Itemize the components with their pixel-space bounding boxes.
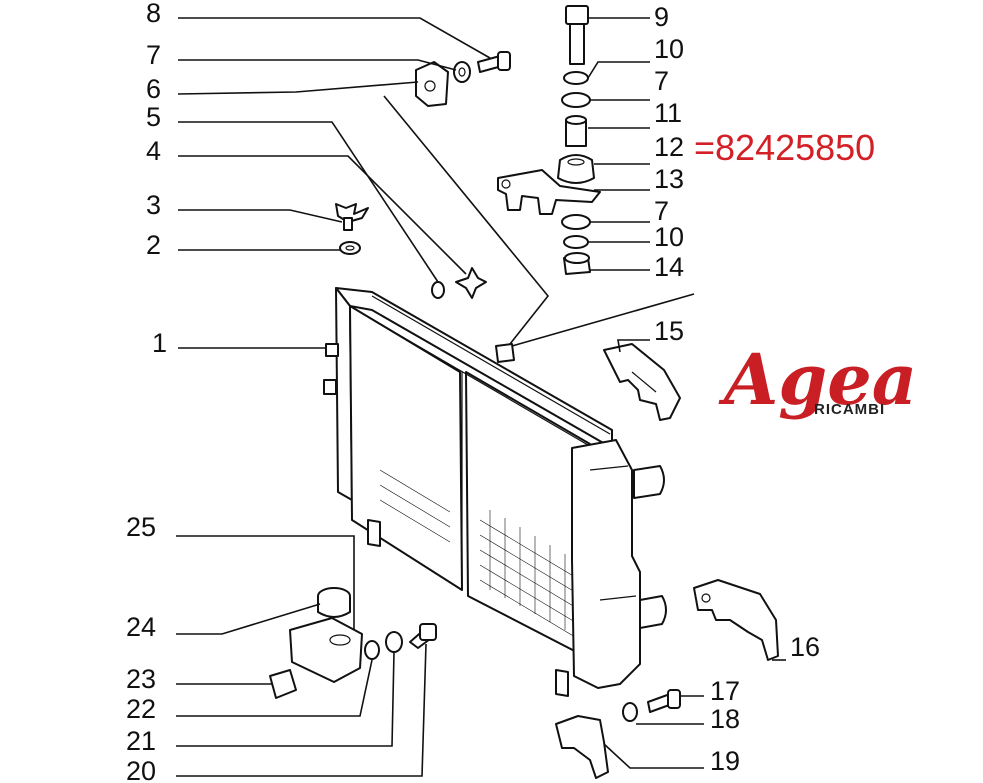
label-12: 12	[654, 132, 684, 162]
radiator-assembly	[323, 95, 695, 697]
part-bolt-17	[647, 689, 681, 713]
label-5: 5	[146, 102, 161, 132]
part-bracket-6	[415, 61, 449, 107]
label-25: 25	[126, 512, 156, 542]
part-bracket-13	[497, 169, 601, 215]
part-plug-23	[269, 669, 297, 699]
part-washer-21	[385, 631, 403, 653]
label-2: 2	[146, 230, 161, 260]
part-bolt-20	[409, 623, 437, 649]
label-8: 8	[146, 0, 161, 28]
part-wingnut-5	[455, 267, 487, 299]
radiator-core-mesh	[379, 469, 581, 641]
label-4: 4	[146, 136, 161, 166]
label-7-a: 7	[146, 40, 161, 70]
part-washer-22	[364, 640, 380, 660]
part-washer-2	[339, 241, 361, 255]
part-bracket-16	[693, 579, 779, 661]
part-wingnut-3	[335, 203, 369, 231]
part-bushing-12	[557, 154, 595, 184]
label-16: 16	[790, 632, 820, 662]
part-bracket-15	[603, 343, 681, 421]
label-1: 1	[152, 328, 167, 358]
part-nut-14	[563, 252, 591, 275]
logo-wordmark: Agea	[718, 338, 917, 421]
part-washer-7-low	[561, 214, 591, 230]
label-21: 21	[126, 726, 156, 756]
leader-lines	[176, 17, 786, 777]
part-bolt-8	[477, 51, 511, 73]
label-10-a: 10	[654, 34, 684, 64]
label-19: 19	[710, 746, 740, 776]
label-10-b: 10	[654, 222, 684, 252]
part-number-callout: =82425850	[694, 127, 875, 168]
part-washer-7-mid	[561, 92, 591, 108]
label-20: 20	[126, 756, 156, 783]
callout-labels: 8 7 6 5 4 3 2 1 9 10 7 11 12 =82425850 1…	[126, 0, 875, 783]
part-bolt-9	[565, 5, 589, 65]
logo-tagline: RICAMBI	[814, 401, 885, 418]
label-13: 13	[654, 164, 684, 194]
agea-ricambi-logo: Agea RICAMBI	[718, 338, 917, 421]
part-washer-7-top	[453, 61, 471, 83]
label-7-c: 7	[654, 196, 669, 226]
label-3: 3	[146, 190, 161, 220]
part-washer-18	[622, 702, 638, 722]
label-14: 14	[654, 252, 684, 282]
label-9: 9	[654, 2, 669, 32]
part-washer-10-top	[563, 71, 589, 85]
label-24: 24	[126, 612, 156, 642]
part-cap-24	[317, 587, 351, 618]
label-23: 23	[126, 664, 156, 694]
label-6: 6	[146, 74, 161, 104]
label-15: 15	[654, 316, 684, 346]
label-18: 18	[710, 704, 740, 734]
part-bracket-25	[289, 617, 363, 683]
part-washer-10-low	[563, 235, 589, 249]
part-bracket-19	[555, 715, 609, 779]
label-22: 22	[126, 694, 156, 724]
label-7-b: 7	[654, 66, 669, 96]
part-washer-4	[431, 281, 445, 299]
label-11: 11	[654, 98, 682, 128]
part-spacer-11	[565, 115, 587, 147]
label-17: 17	[710, 676, 740, 706]
